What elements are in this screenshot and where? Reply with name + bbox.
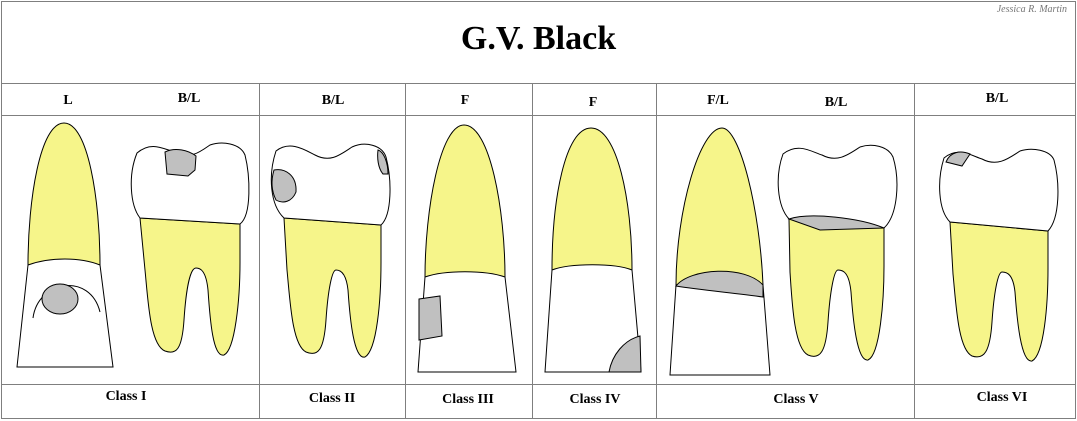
view-label: F: [588, 95, 598, 110]
view-label: B/L: [985, 91, 1009, 106]
molar-occlusal-pit-view: [130, 142, 250, 356]
incisor-gingival-view: [669, 127, 771, 376]
page-title: G.V. Black: [460, 20, 617, 57]
class-label: Class IV: [569, 392, 621, 407]
view-label: B/L: [321, 93, 345, 108]
class-label: Class VI: [976, 390, 1028, 405]
view-label: L: [63, 93, 73, 108]
view-label: B/L: [824, 95, 848, 110]
molar-proximal-view: [270, 143, 391, 358]
class-label: Class I: [105, 389, 147, 404]
molar-gingival-view: [777, 144, 898, 361]
incisor-incisal-angle-view: [544, 127, 642, 373]
view-label: F/L: [707, 93, 729, 108]
incisor-lingual-view: [16, 122, 114, 368]
view-label: B/L: [177, 91, 201, 106]
incisor-proximal-view: [417, 124, 517, 373]
molar-cusp-tip-view: [939, 148, 1059, 362]
class-label: Class V: [773, 392, 819, 407]
author-credit: Jessica R. Martin: [996, 4, 1067, 15]
view-label: F: [460, 93, 470, 108]
class-label: Class III: [442, 392, 494, 407]
class-label: Class II: [308, 391, 356, 406]
